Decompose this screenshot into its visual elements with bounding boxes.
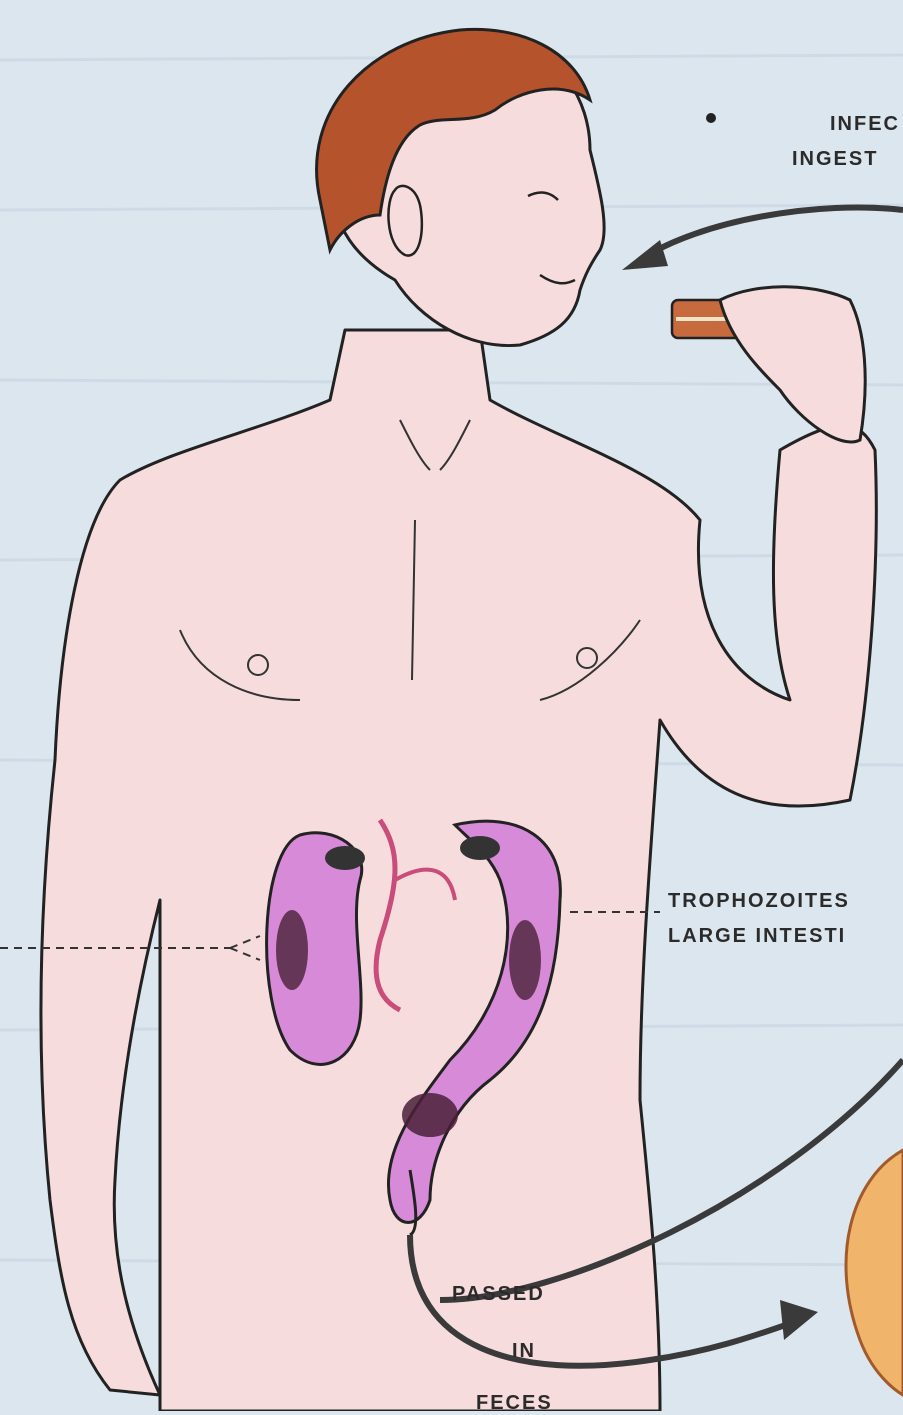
hand — [720, 287, 865, 442]
passed-label: PASSED — [452, 1283, 545, 1306]
dot-marker — [706, 113, 716, 123]
human-body — [41, 330, 876, 1411]
infection-label-line2: INGEST — [792, 148, 878, 171]
infection-label-line1: INFEC — [830, 113, 900, 136]
feces-label: FECES — [476, 1392, 553, 1415]
trophozoites-label-line2: LARGE INTESTI — [668, 925, 846, 948]
trophozoites-label-line1: TROPHOZOITES — [668, 890, 850, 913]
arrowhead-to-mouth — [622, 240, 668, 270]
in-label: IN — [512, 1340, 536, 1363]
arrowhead-to-cyst — [780, 1300, 818, 1340]
cyst-illustration — [846, 1150, 903, 1395]
